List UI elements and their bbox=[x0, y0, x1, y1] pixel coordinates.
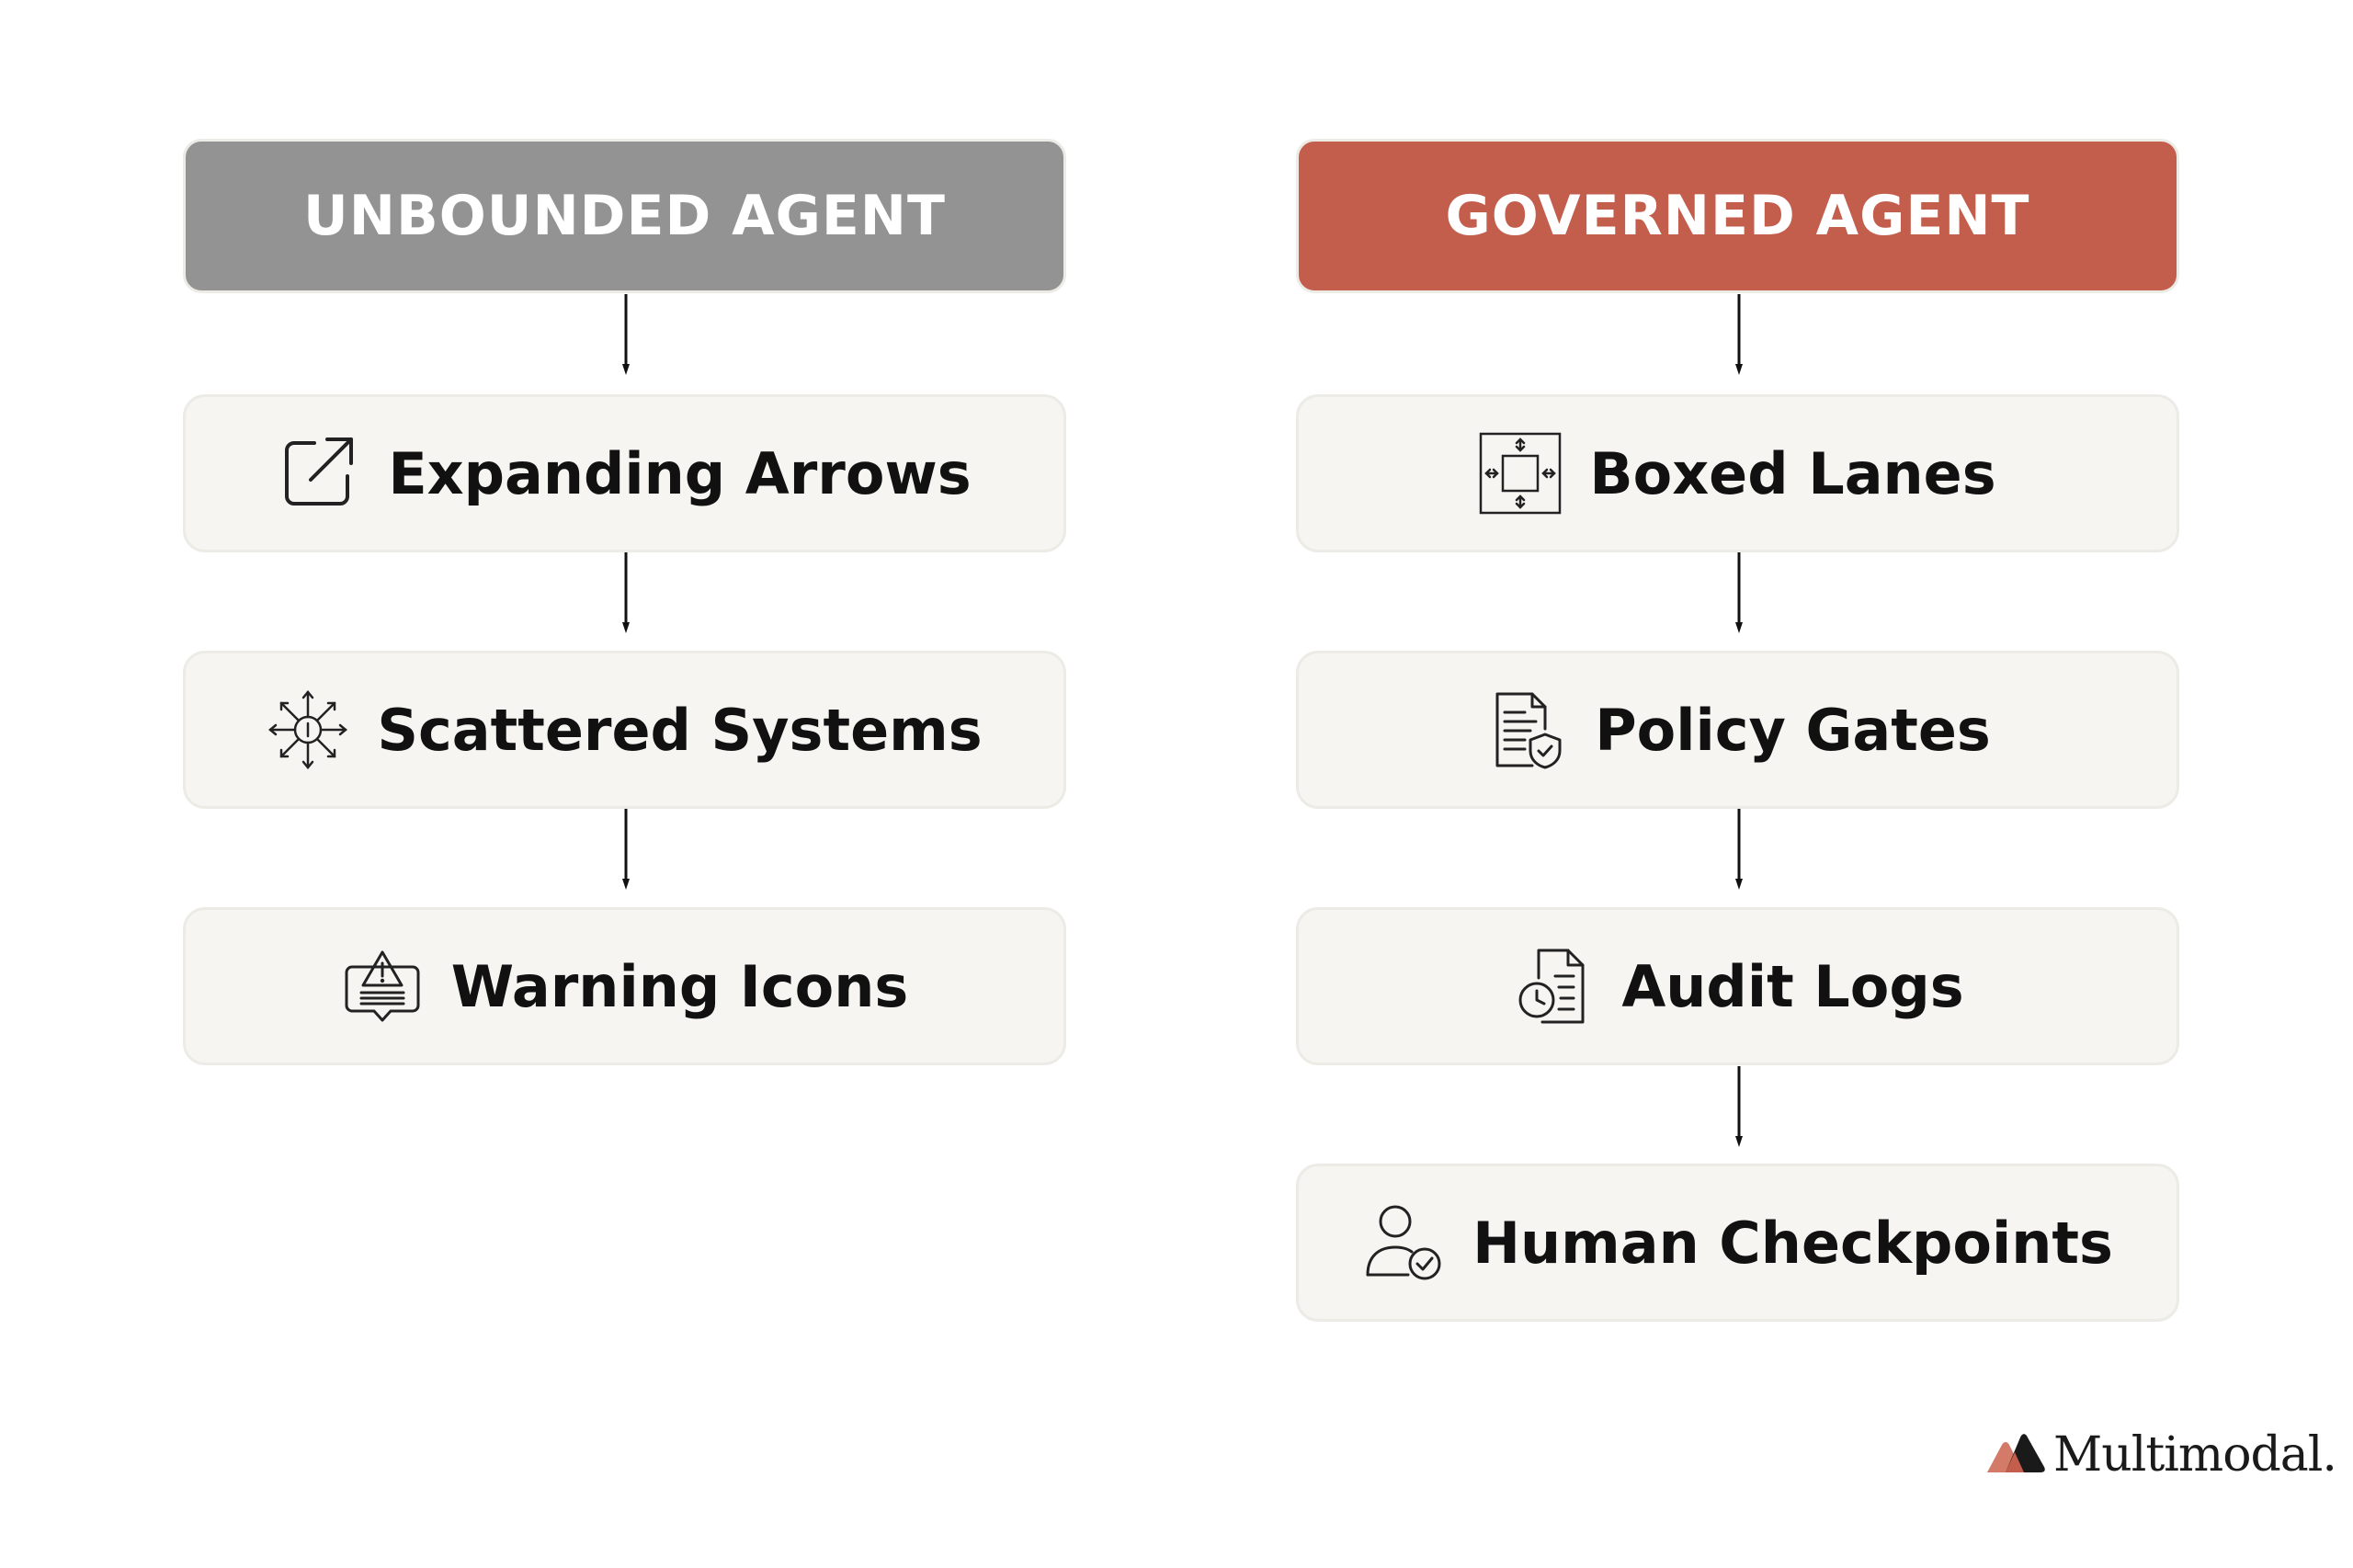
policy-document-icon bbox=[1484, 688, 1567, 771]
flow-arrow bbox=[1735, 809, 1743, 892]
user-check-icon bbox=[1362, 1201, 1445, 1284]
warning-icons-label: Warning Icons bbox=[450, 952, 909, 1020]
warning-icon bbox=[341, 945, 424, 1028]
policy-gates-box: Policy Gates bbox=[1296, 651, 2179, 809]
flow-arrow bbox=[622, 552, 630, 635]
flow-arrow bbox=[1735, 294, 1743, 377]
flow-arrow bbox=[1735, 552, 1743, 635]
audit-logs-box: Audit Logs bbox=[1296, 907, 2179, 1065]
unbounded-agent-column: UNBOUNDED AGENT Expanding Arrows bbox=[183, 0, 1070, 1568]
unbounded-agent-header: UNBOUNDED AGENT bbox=[183, 139, 1066, 293]
policy-gates-label: Policy Gates bbox=[1595, 696, 1991, 764]
multimodal-logo-icon bbox=[1984, 1430, 2050, 1480]
unbounded-agent-title: UNBOUNDED AGENT bbox=[303, 184, 946, 248]
flow-arrow bbox=[622, 809, 630, 892]
warning-icons-box: Warning Icons bbox=[183, 907, 1066, 1065]
flow-arrow bbox=[1735, 1066, 1743, 1149]
brand-mark: Multimodal. bbox=[1984, 1423, 2337, 1487]
scattered-systems-box: Scattered Systems bbox=[183, 651, 1066, 809]
boxed-lanes-label: Boxed Lanes bbox=[1589, 439, 1996, 507]
brand-name: Multimodal. bbox=[2053, 1427, 2337, 1483]
human-checkpoints-box: Human Checkpoints bbox=[1296, 1164, 2179, 1322]
expanding-arrows-box: Expanding Arrows bbox=[183, 394, 1066, 552]
boxed-lanes-icon bbox=[1479, 432, 1562, 515]
governed-agent-header: GOVERNED AGENT bbox=[1296, 139, 2179, 293]
expand-arrow-icon bbox=[278, 432, 360, 515]
scatter-icon bbox=[267, 688, 349, 771]
expanding-arrows-label: Expanding Arrows bbox=[388, 439, 972, 507]
scattered-systems-label: Scattered Systems bbox=[377, 696, 983, 764]
audit-log-icon bbox=[1511, 945, 1594, 1028]
boxed-lanes-box: Boxed Lanes bbox=[1296, 394, 2179, 552]
audit-logs-label: Audit Logs bbox=[1621, 952, 1964, 1020]
governed-agent-column: GOVERNED AGENT Boxed Lanes bbox=[1296, 0, 2183, 1568]
human-checkpoints-label: Human Checkpoints bbox=[1472, 1209, 2113, 1277]
flow-arrow bbox=[622, 294, 630, 377]
governed-agent-title: GOVERNED AGENT bbox=[1445, 184, 2030, 248]
